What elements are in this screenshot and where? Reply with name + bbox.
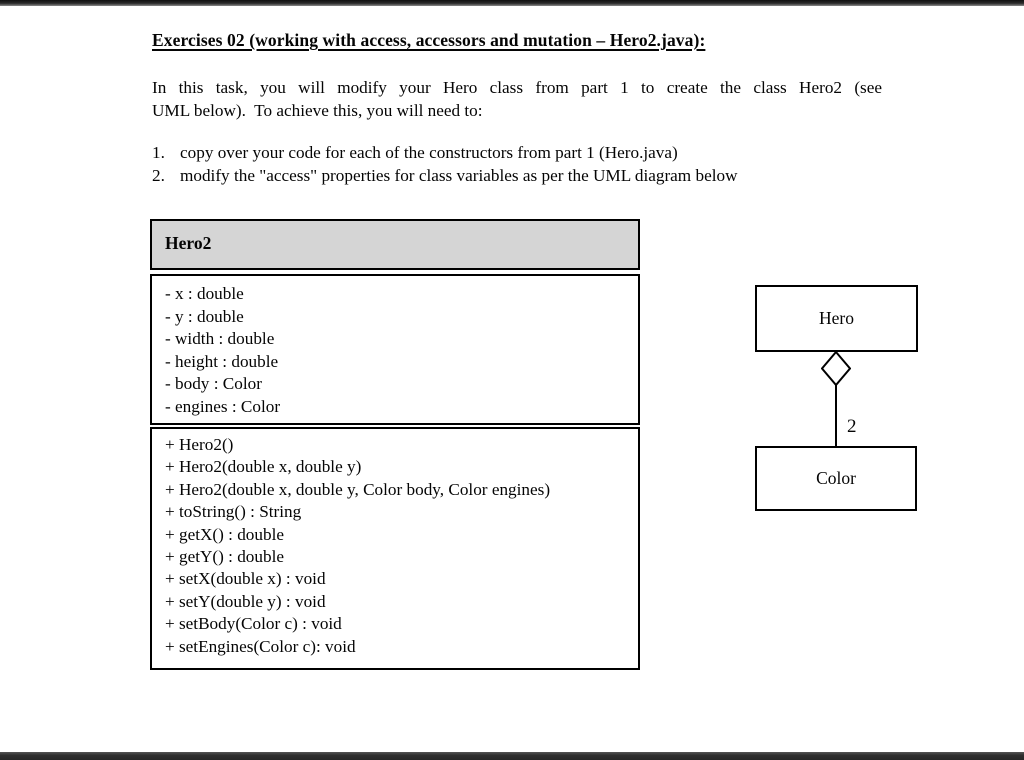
aggregation-diamond-icon bbox=[820, 350, 852, 387]
uml-attribute: - engines : Color bbox=[165, 396, 281, 416]
task-list: 1. copy over your code for each of the c… bbox=[152, 142, 892, 187]
page-title: Exercises 02 (working with access, acces… bbox=[152, 30, 706, 50]
uml-method: + Hero2(double x, double y, Color body, … bbox=[165, 479, 551, 499]
uml-class-name-compartment: Hero2 bbox=[150, 219, 640, 270]
list-item-text: copy over your code for each of the cons… bbox=[180, 143, 678, 162]
uml-attribute: - height : double bbox=[165, 351, 279, 371]
uml-method: + Hero2(double x, double y) bbox=[165, 457, 362, 477]
uml-method-list: + Hero2() + Hero2(double x, double y) + … bbox=[165, 434, 638, 658]
association-line bbox=[835, 385, 837, 447]
uml-color-class-box: Color bbox=[755, 446, 917, 511]
uml-attribute: - y : double bbox=[165, 306, 244, 326]
uml-method: + getY() : double bbox=[165, 547, 284, 567]
uml-method: + setEngines(Color c): void bbox=[165, 636, 356, 656]
uml-attribute-list: - x : double - y : double - width : doub… bbox=[165, 283, 638, 419]
list-item: 2. modify the "access" properties for cl… bbox=[152, 165, 892, 188]
top-scan-bar bbox=[0, 0, 1024, 6]
uml-hero-class-label: Hero bbox=[819, 308, 854, 328]
list-item-number: 2. bbox=[152, 165, 165, 185]
multiplicity-label: 2 bbox=[847, 416, 857, 437]
uml-attribute: - body : Color bbox=[165, 374, 262, 394]
uml-attribute: - x : double bbox=[165, 284, 244, 303]
uml-attribute: - width : double bbox=[165, 329, 275, 349]
uml-color-class-label: Color bbox=[816, 468, 856, 488]
uml-method: + setY(double y) : void bbox=[165, 591, 326, 611]
list-item-number: 1. bbox=[152, 143, 165, 162]
uml-class-name: Hero2 bbox=[165, 233, 212, 253]
uml-method: + setBody(Color c) : void bbox=[165, 614, 342, 634]
uml-method: + setX(double x) : void bbox=[165, 569, 326, 589]
intro-line-1: In this task, you will modify your Hero … bbox=[152, 78, 882, 97]
list-item: 1. copy over your code for each of the c… bbox=[152, 142, 892, 165]
uml-method: + toString() : String bbox=[165, 502, 302, 522]
bottom-scan-bar bbox=[0, 752, 1024, 760]
uml-method: + Hero2() bbox=[165, 435, 234, 454]
uml-attributes-compartment: - x : double - y : double - width : doub… bbox=[150, 274, 640, 425]
uml-hero-class-box: Hero bbox=[755, 285, 918, 352]
list-item-text: modify the "access" properties for class… bbox=[180, 165, 738, 185]
intro-line-2: UML below). To achieve this, you will ne… bbox=[152, 101, 483, 120]
uml-method: + getX() : double bbox=[165, 524, 284, 544]
intro-paragraph: In this task, you will modify your Hero … bbox=[152, 76, 882, 122]
uml-methods-compartment: + Hero2() + Hero2(double x, double y) + … bbox=[150, 427, 640, 670]
